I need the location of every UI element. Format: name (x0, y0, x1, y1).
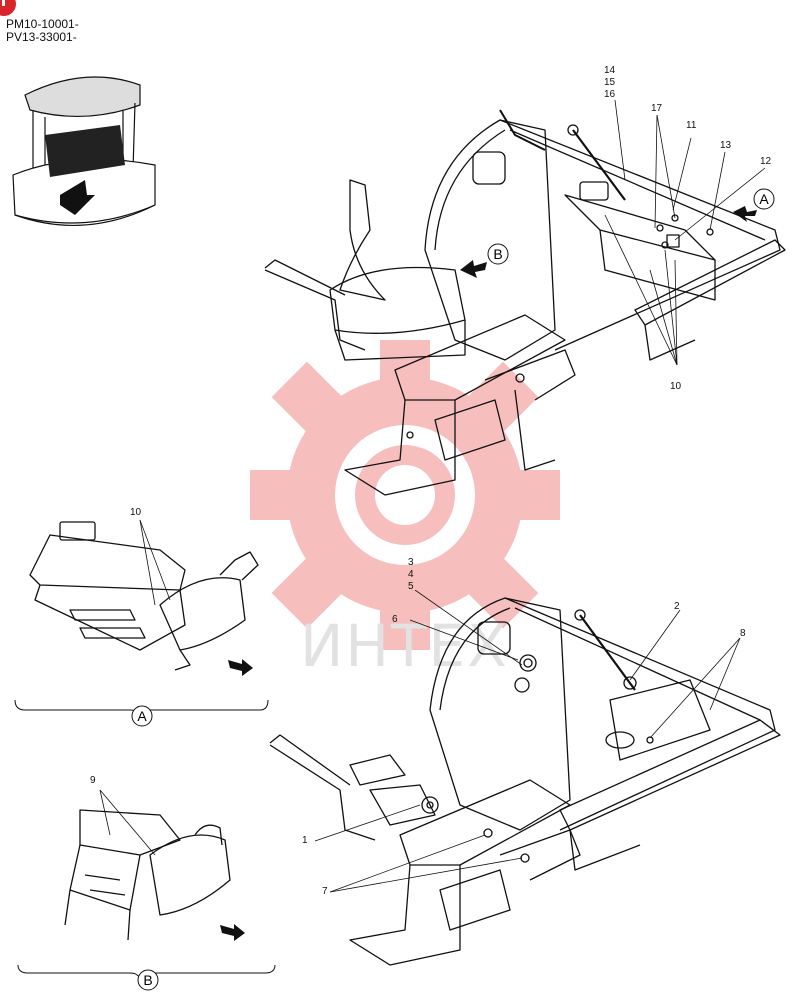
callout-4: 4 (408, 569, 414, 580)
view-b-detail-drawing (17, 789, 276, 981)
svg-text:B: B (143, 972, 152, 988)
view-a-arrow-icon (733, 206, 757, 222)
callout-17: 17 (651, 103, 663, 114)
callout-2: 2 (674, 601, 680, 612)
view-b-marker: B (487, 243, 509, 265)
callout-11: 11 (686, 120, 697, 131)
callout-10: 10 (670, 381, 682, 392)
lower-assembly-drawing (269, 590, 781, 966)
callout-15: 15 (604, 77, 616, 88)
view-a-callout-10: 10 (130, 507, 142, 518)
svg-text:A: A (759, 191, 769, 207)
machine-thumbnail (12, 76, 156, 226)
svg-text:B: B (493, 246, 502, 262)
watermark-text: ИНТЕХ (300, 612, 509, 680)
view-b-label: B (137, 969, 159, 991)
view-a-marker: A (753, 188, 775, 210)
svg-text:A: A (137, 708, 147, 724)
view-a-label: A (131, 705, 153, 727)
callout-3: 3 (408, 557, 414, 568)
callout-14: 14 (604, 65, 616, 76)
callout-8: 8 (740, 628, 746, 639)
callout-1: 1 (302, 835, 308, 846)
serial-range-2: PV13-33001- (6, 30, 77, 44)
upper-assembly-drawing (264, 100, 786, 496)
view-b-callout-9: 9 (90, 775, 96, 786)
view-b-arrow-icon (460, 260, 487, 278)
callout-7: 7 (322, 886, 328, 897)
view-a-detail-drawing (14, 519, 269, 718)
view-b-direction-arrow-icon (220, 924, 245, 941)
serial-range-1: PM10-10001- (6, 17, 79, 31)
callout-16: 16 (604, 89, 616, 100)
callout-12: 12 (760, 156, 772, 167)
page-badge-icon (0, 0, 16, 16)
callout-13: 13 (720, 140, 732, 151)
callout-5: 5 (408, 581, 414, 592)
callout-6: 6 (392, 614, 398, 625)
watermark-gear-logo (250, 340, 560, 650)
view-a-direction-arrow-icon (228, 659, 253, 676)
